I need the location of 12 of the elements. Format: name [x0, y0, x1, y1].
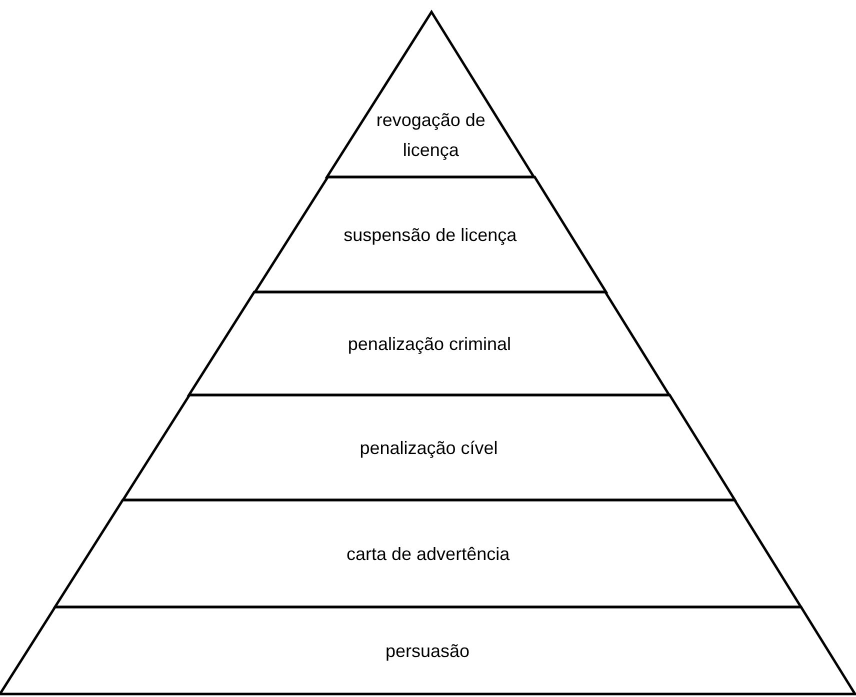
tier-label: revogação de licença [375, 109, 486, 162]
tier-label: penalização cível [360, 436, 498, 460]
tier-label: penalização criminal [348, 332, 511, 356]
pyramid-tier [327, 12, 534, 177]
tier-label: suspensão de licença [344, 224, 517, 247]
tier-label: persuasão [385, 640, 470, 663]
pyramid-tier [254, 177, 606, 292]
pyramid-tier [55, 500, 802, 607]
pyramid-tier [0, 607, 855, 694]
tier-label: carta de advertência [346, 542, 510, 566]
pyramid-tier [189, 292, 670, 395]
pyramid-tier [122, 395, 735, 500]
